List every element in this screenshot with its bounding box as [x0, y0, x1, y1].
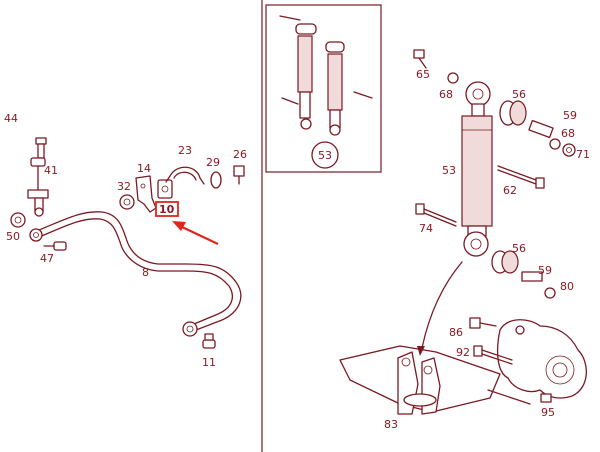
part-8-stabilizer-bar[interactable] — [29, 211, 242, 337]
part-23-clamp[interactable] — [165, 166, 205, 185]
label-83: 83 — [384, 418, 398, 431]
part-68-right[interactable] — [549, 138, 561, 150]
label-26: 26 — [233, 148, 247, 161]
inset-shock-absorber-2[interactable] — [325, 41, 373, 136]
label-50: 50 — [6, 230, 20, 243]
label-62: 62 — [503, 184, 517, 197]
part-44-bolt[interactable] — [35, 137, 47, 159]
label-29: 29 — [206, 156, 220, 169]
highlight-arrow — [172, 221, 219, 245]
part-74-bolt[interactable] — [415, 203, 457, 227]
label-65: 65 — [416, 68, 430, 81]
label-92: 92 — [456, 346, 470, 359]
part-83-mount-bracket[interactable] — [339, 345, 501, 415]
highlight-box — [155, 201, 179, 217]
part-59-top-sleeve[interactable] — [528, 119, 554, 139]
inset-label-53: 53 — [318, 149, 332, 162]
part-80[interactable] — [544, 287, 556, 299]
inset-box: 53 — [265, 4, 382, 173]
part-95-nut[interactable] — [540, 393, 552, 403]
label-74: 74 — [419, 222, 433, 235]
label-14: 14 — [137, 162, 151, 175]
label-44: 44 — [4, 112, 18, 125]
part-26-bolt[interactable] — [233, 165, 245, 185]
label-8: 8 — [142, 266, 149, 279]
label-59-top: 59 — [563, 109, 577, 122]
part-29-washer[interactable] — [210, 171, 222, 189]
part-50-nut[interactable] — [10, 212, 26, 228]
part-92-bolt[interactable] — [473, 345, 513, 365]
label-59-bottom: 59 — [538, 264, 552, 277]
label-68-right: 68 — [561, 127, 575, 140]
axle-housing — [487, 319, 587, 405]
label-23: 23 — [178, 144, 192, 157]
part-86-bolt[interactable] — [469, 317, 497, 329]
part-59-bottom-sleeve[interactable] — [521, 271, 543, 282]
part-53-shock-absorber[interactable] — [461, 81, 493, 257]
part-14-bracket[interactable] — [135, 175, 157, 213]
label-56-top: 56 — [512, 88, 526, 101]
label-80: 80 — [560, 280, 574, 293]
label-11: 11 — [202, 356, 216, 369]
label-56-bottom: 56 — [512, 242, 526, 255]
label-47: 47 — [40, 252, 54, 265]
part-10-rubber-mount[interactable] — [157, 179, 173, 199]
part-11-nut[interactable] — [202, 333, 216, 349]
label-41: 41 — [44, 164, 58, 177]
part-32-nut[interactable] — [119, 194, 135, 210]
part-56-bottom-bushing[interactable] — [491, 250, 519, 274]
part-71-nut[interactable] — [562, 143, 576, 157]
assembly-pointer-arrow — [417, 261, 463, 356]
label-53: 53 — [442, 164, 456, 177]
part-47-bolt[interactable] — [43, 241, 67, 251]
label-86: 86 — [449, 326, 463, 339]
label-10: 10 — [159, 203, 175, 216]
label-68-top: 68 — [439, 88, 453, 101]
label-95: 95 — [541, 406, 555, 419]
label-32: 32 — [117, 180, 131, 193]
part-56-top-bushing[interactable] — [499, 100, 527, 126]
label-71: 71 — [576, 148, 590, 161]
inset-shock-absorber-1[interactable] — [279, 15, 317, 130]
part-62-bolt[interactable] — [497, 165, 545, 189]
part-65-bolt[interactable] — [413, 49, 427, 69]
part-68-top[interactable] — [447, 72, 459, 84]
part-41-link-rod[interactable] — [27, 157, 49, 217]
